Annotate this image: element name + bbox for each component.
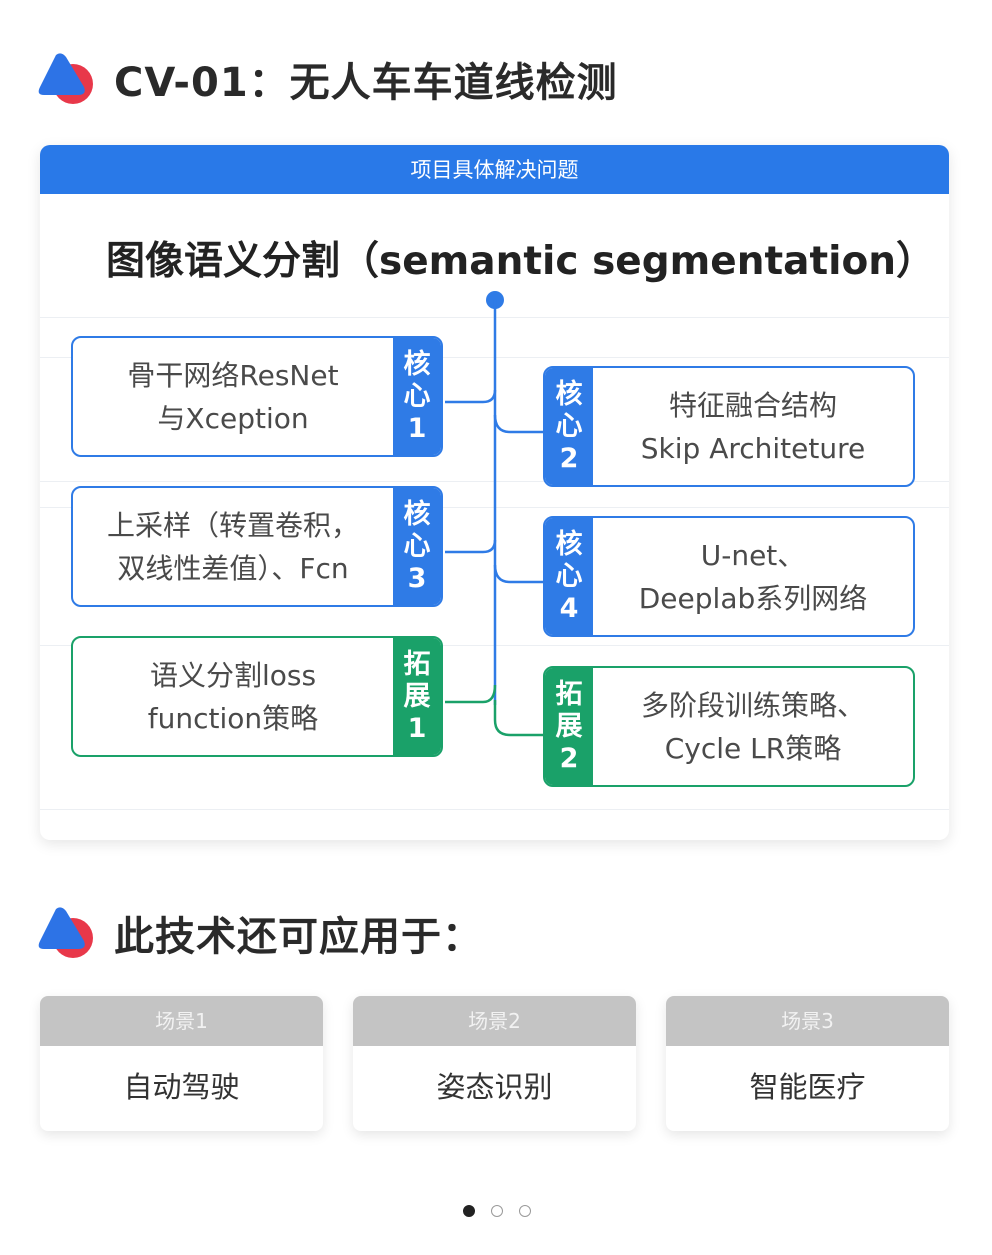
scene-header: 场景1 [40,996,323,1046]
pagination-dot[interactable] [519,1205,531,1217]
logo-icon [34,51,98,107]
divider [40,809,949,810]
node-text-line: U-net、 [700,538,806,572]
scene-card-2[interactable]: 场景2 姿态识别 [353,996,636,1131]
tree-connectors [445,291,544,737]
section-heading-project: CV-01：无人车车道线检测 [34,50,618,108]
pagination-dot[interactable] [491,1205,503,1217]
scene-header: 场景2 [353,996,636,1046]
section-title: CV-01：无人车车道线检测 [114,60,618,106]
card-subtitle: 图像语义分割（semantic segmentation） [106,239,936,284]
node-text-line: 语义分割loss [149,658,317,692]
scene-card-1[interactable]: 场景1 自动驾驶 [40,996,323,1131]
node-text-line: function策略 [147,701,319,735]
node-text-line: Skip Architeture [640,431,866,465]
node-text-line: 双线性差值）、Fcn [117,551,349,585]
logo-icon [34,905,98,961]
node-text-line: 骨干网络ResNet [127,358,339,392]
problem-card: 项目具体解决问题 图像语义分割（semantic segmentation） 骨… [40,145,949,840]
node-text-line: 特征融合结构 [668,388,837,422]
section-title: 此技术还可应用于： [114,914,483,960]
scene-label: 智能医疗 [749,1070,866,1104]
section-heading-applications: 此技术还可应用于： [34,904,483,962]
card-header: 项目具体解决问题 [40,145,949,194]
scene-label: 自动驾驶 [123,1070,240,1104]
pagination [463,1205,531,1217]
scene-header: 场景3 [666,996,949,1046]
node-text-line: 上采样（转置卷积， [106,508,359,542]
node-text-line: 与Xception [157,401,309,435]
scene-label: 姿态识别 [436,1070,553,1104]
node-text-line: Deeplab系列网络 [638,581,868,615]
node-text-line: Cycle LR策略 [664,731,842,765]
scene-card-3[interactable]: 场景3 智能医疗 [666,996,949,1131]
node-text-line: 多阶段训练策略、 [640,688,865,722]
pagination-dot[interactable] [463,1205,475,1217]
